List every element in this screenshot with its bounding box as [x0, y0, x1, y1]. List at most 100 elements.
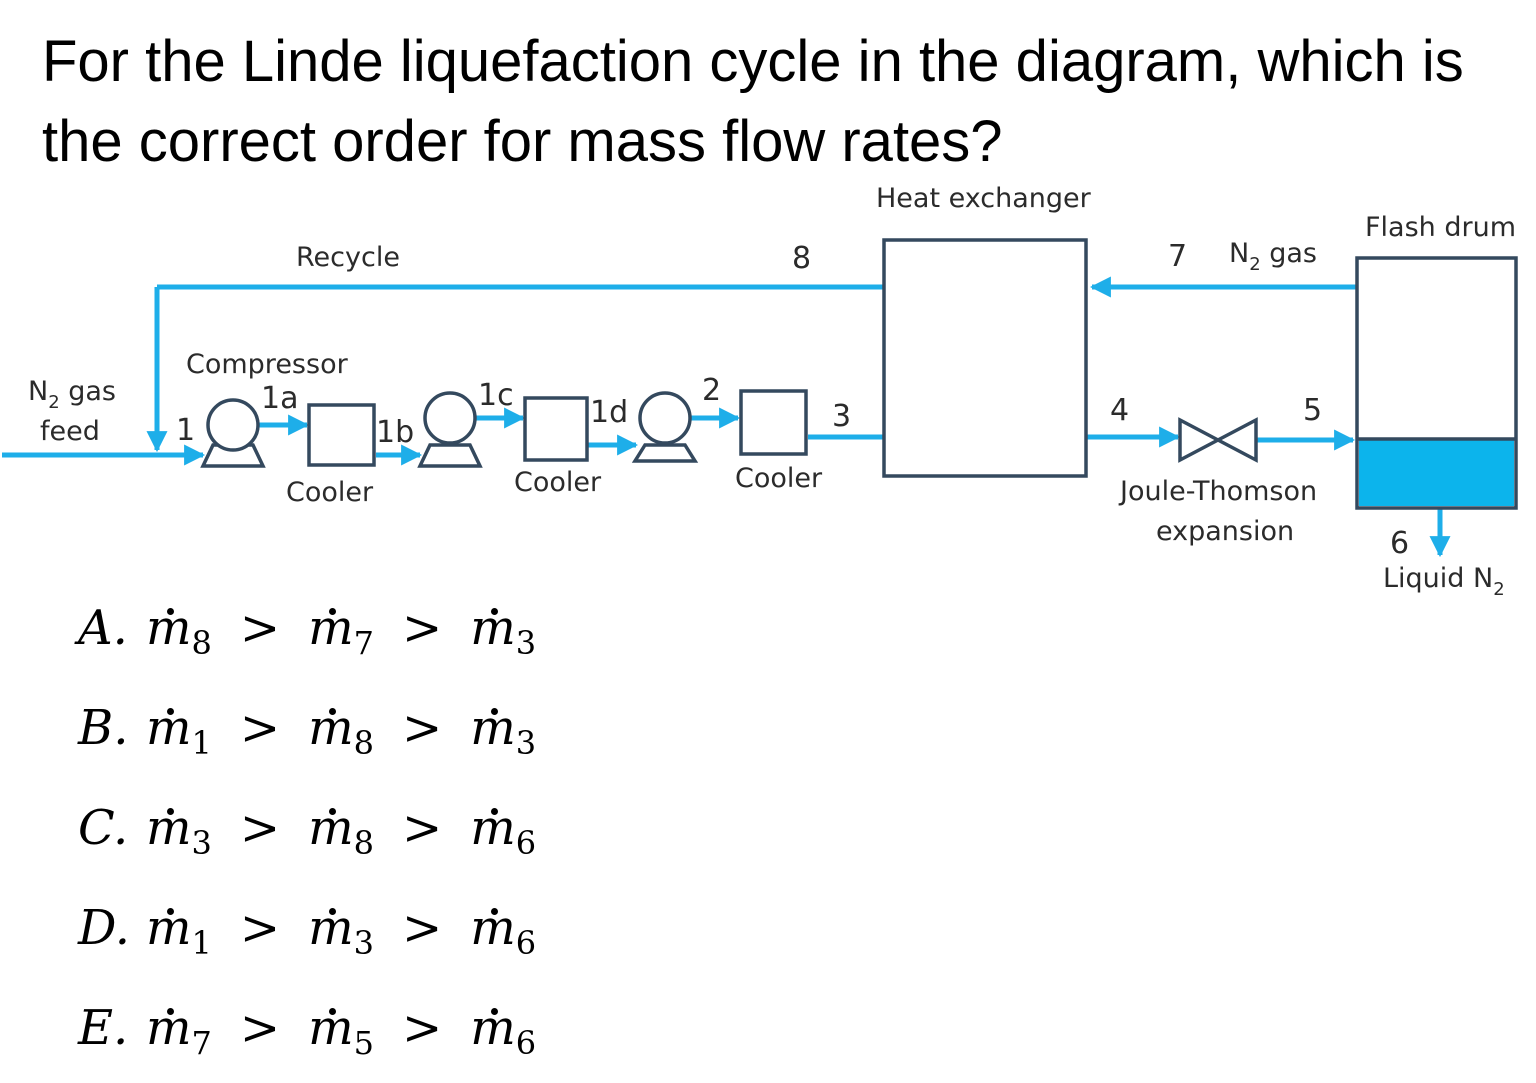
answer-option-e[interactable]: E.m7>m5>m6: [78, 1000, 536, 1062]
stream-label-3: 3: [832, 399, 851, 434]
mass-flow-term: m3: [308, 900, 374, 962]
cooler-1-box: [307, 403, 376, 467]
stream-subscript: 7: [353, 624, 374, 662]
stream-subscript: 3: [353, 924, 374, 962]
option-letter: E.: [78, 1000, 129, 1056]
label-cooler-3: Cooler: [735, 463, 823, 494]
label-heat-exchanger: Heat exchanger: [876, 183, 1092, 214]
label-cooler-1: Cooler: [286, 477, 374, 508]
mass-flow-symbol: m: [470, 1000, 516, 1056]
answer-option-d[interactable]: D.m1>m3>m6: [78, 900, 536, 962]
mass-flow-symbol: m: [470, 700, 516, 756]
greater-than-sign: >: [239, 700, 281, 756]
greater-than-sign: >: [401, 1000, 443, 1056]
stream-subscript: 3: [191, 824, 212, 862]
mass-flow-symbol: m: [146, 600, 192, 656]
label-recycle: Recycle: [296, 242, 400, 273]
mass-flow-symbol: m: [308, 900, 354, 956]
mass-flow-symbol: m: [470, 600, 516, 656]
greater-than-sign: >: [401, 700, 443, 756]
mass-flow-symbol: m: [146, 800, 192, 856]
cooler-3-box: [739, 389, 808, 456]
mass-flow-symbol: m: [146, 900, 192, 956]
mass-flow-symbol: m: [470, 900, 516, 956]
label-liquid-n2: Liquid N2: [1383, 563, 1505, 600]
mass-flow-term: m7: [146, 1000, 212, 1062]
stream-subscript: 6: [515, 924, 537, 962]
compressor-1: [200, 398, 266, 468]
mass-flow-term: m8: [308, 800, 374, 862]
linde-cycle-diagram: Heat exchanger Flash drum Recycle Compre…: [2, 183, 1518, 600]
mass-flow-term: m3: [470, 700, 536, 762]
mass-flow-term: m6: [470, 1000, 536, 1062]
cooler-2-box: [523, 396, 589, 462]
heat-exchanger-box: [882, 238, 1088, 478]
label-flash-drum: Flash drum: [1365, 212, 1516, 243]
answer-option-a[interactable]: A.m8>m7>m3: [78, 600, 536, 662]
stream-label-5: 5: [1303, 393, 1322, 428]
stream-subscript: 7: [191, 1024, 212, 1062]
greater-than-sign: >: [401, 600, 443, 656]
label-joule-thomson: Joule-Thomson: [1118, 476, 1317, 507]
label-expansion: expansion: [1156, 516, 1294, 547]
mass-flow-term: m1: [146, 900, 212, 962]
question-text: For the Linde liquefaction cycle in the …: [42, 29, 1464, 174]
stream-subscript: 3: [515, 724, 537, 762]
answer-option-b[interactable]: B.m1>m8>m3: [78, 700, 536, 762]
stream-subscript: 1: [191, 724, 212, 762]
mass-flow-term: m6: [470, 800, 536, 862]
mass-flow-symbol: m: [146, 700, 192, 756]
mass-flow-term: m8: [308, 700, 374, 762]
mass-flow-term: m8: [146, 600, 212, 662]
stream-subscript: 6: [515, 824, 537, 862]
stream-subscript: 1: [191, 924, 212, 962]
stream-subscript: 5: [353, 1024, 374, 1062]
stream-label-2: 2: [702, 373, 721, 408]
stream-label-4: 4: [1110, 393, 1129, 428]
mass-flow-term: m3: [470, 600, 536, 662]
stream-subscript: 3: [515, 624, 537, 662]
option-letter: A.: [78, 600, 128, 656]
option-letter: D.: [78, 900, 131, 956]
mass-flow-symbol: m: [308, 600, 354, 656]
greater-than-sign: >: [401, 800, 443, 856]
mass-flow-term: m5: [308, 1000, 374, 1062]
greater-than-sign: >: [239, 600, 281, 656]
label-compressor: Compressor: [186, 349, 349, 380]
label-cooler-2: Cooler: [514, 467, 602, 498]
greater-than-sign: >: [239, 1000, 281, 1056]
stream-label-7: 7: [1168, 239, 1187, 274]
mass-flow-symbol: m: [470, 800, 516, 856]
mass-flow-symbol: m: [308, 1000, 354, 1056]
option-letter: C.: [78, 800, 129, 856]
mass-flow-term: m1: [146, 700, 212, 762]
stream-label-1b: 1b: [376, 415, 414, 450]
option-letter: B.: [78, 700, 129, 756]
mass-flow-term: m7: [308, 600, 374, 662]
greater-than-sign: >: [239, 900, 281, 956]
label-feed: feed: [40, 416, 100, 447]
mass-flow-symbol: m: [146, 1000, 192, 1056]
stream-subscript: 8: [353, 824, 374, 862]
stream-subscript: 8: [191, 624, 212, 662]
stream-label-1: 1: [176, 413, 195, 448]
liquid-nitrogen-level: [1359, 439, 1514, 506]
label-feed-gas: N2 gas: [28, 376, 116, 413]
mass-flow-term: m6: [470, 900, 536, 962]
mass-flow-symbol: m: [308, 700, 354, 756]
compressor-2: [417, 391, 483, 468]
stream-label-8: 8: [792, 241, 811, 276]
mass-flow-term: m3: [146, 800, 212, 862]
compressor-3: [631, 391, 699, 463]
greater-than-sign: >: [401, 900, 443, 956]
stream-label-1c: 1c: [478, 378, 514, 413]
greater-than-sign: >: [239, 800, 281, 856]
stream-label-6: 6: [1390, 526, 1409, 561]
label-n2-gas-7: N2 gas: [1229, 238, 1317, 275]
stream-label-1a: 1a: [261, 381, 298, 416]
answer-option-c[interactable]: C.m3>m8>m6: [78, 800, 536, 862]
stream-subscript: 6: [515, 1024, 537, 1062]
stream-label-1d: 1d: [590, 395, 628, 430]
joule-thomson-valve-icon: [1178, 417, 1258, 463]
mass-flow-symbol: m: [308, 800, 354, 856]
